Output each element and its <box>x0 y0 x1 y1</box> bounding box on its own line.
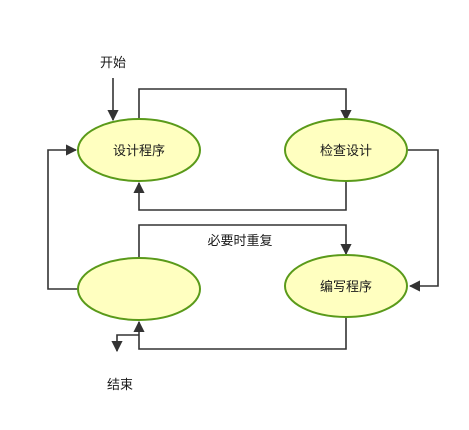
edge-code-to-blank <box>133 317 347 350</box>
edge-blank-to-code <box>138 224 352 259</box>
edge-check-to-design <box>133 181 347 211</box>
edge-check-to-code <box>408 149 439 292</box>
edge-blank-to-design <box>47 144 79 290</box>
node-check-shape <box>284 118 408 182</box>
node-code-label: 编写程序 <box>320 280 372 295</box>
node-design-shape <box>77 118 201 182</box>
node-code-shape <box>284 254 408 318</box>
node-code[interactable]: 编写程序 <box>284 254 408 318</box>
node-check-label: 检查设计 <box>320 144 372 159</box>
node-design[interactable]: 设计程序 <box>77 118 201 182</box>
end-label: 结束 <box>107 378 133 393</box>
node-check[interactable]: 检查设计 <box>284 118 408 182</box>
node-design-label: 设计程序 <box>113 144 165 159</box>
edge-design-to-check <box>138 88 352 122</box>
node-blank[interactable] <box>77 257 201 321</box>
start-label: 开始 <box>100 56 126 71</box>
edge-blank-to-end <box>111 334 139 353</box>
node-blank-shape <box>77 257 201 321</box>
repeat-label: 必要时重复 <box>207 233 272 249</box>
